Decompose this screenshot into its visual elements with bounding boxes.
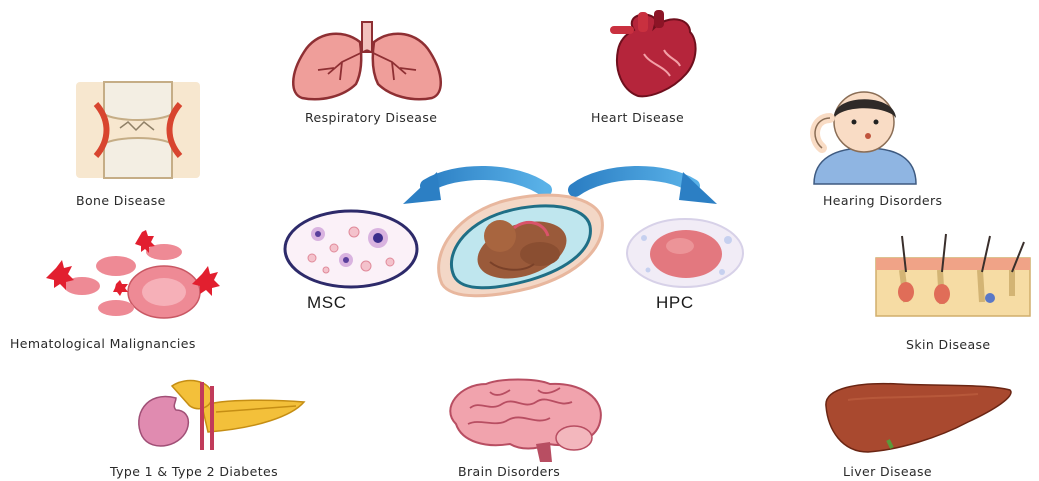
liver-disease-label: Liver Disease <box>843 464 932 479</box>
hpc-label: HPC <box>656 293 694 313</box>
brain-icon <box>440 378 610 462</box>
skin-disease-label: Skin Disease <box>906 337 991 352</box>
brain-disorders-label: Brain Disorders <box>458 464 560 479</box>
fetus-umbilical-cord-icon <box>430 188 606 302</box>
hpc-cell-icon <box>624 216 746 290</box>
msc-cells-icon <box>282 208 420 290</box>
blood-cells-icon <box>46 232 226 326</box>
hearing-disorders-label: Hearing Disorders <box>823 193 942 208</box>
diabetes-label: Type 1 & Type 2 Diabetes <box>110 464 278 479</box>
skin-section-icon <box>872 232 1034 322</box>
hearing-person-icon <box>800 88 930 184</box>
bone-disease-label: Bone Disease <box>76 193 166 208</box>
heart-disease-label: Heart Disease <box>591 110 684 125</box>
pancreas-kidney-icon <box>132 376 312 454</box>
lungs-icon <box>282 22 452 102</box>
heart-icon <box>594 10 714 100</box>
bone-joint-icon <box>76 82 200 178</box>
respiratory-disease-label: Respiratory Disease <box>305 110 437 125</box>
hematological-malignancies-label: Hematological Malignancies <box>10 336 196 351</box>
liver-icon <box>818 380 1016 454</box>
msc-label: MSC <box>307 293 347 313</box>
